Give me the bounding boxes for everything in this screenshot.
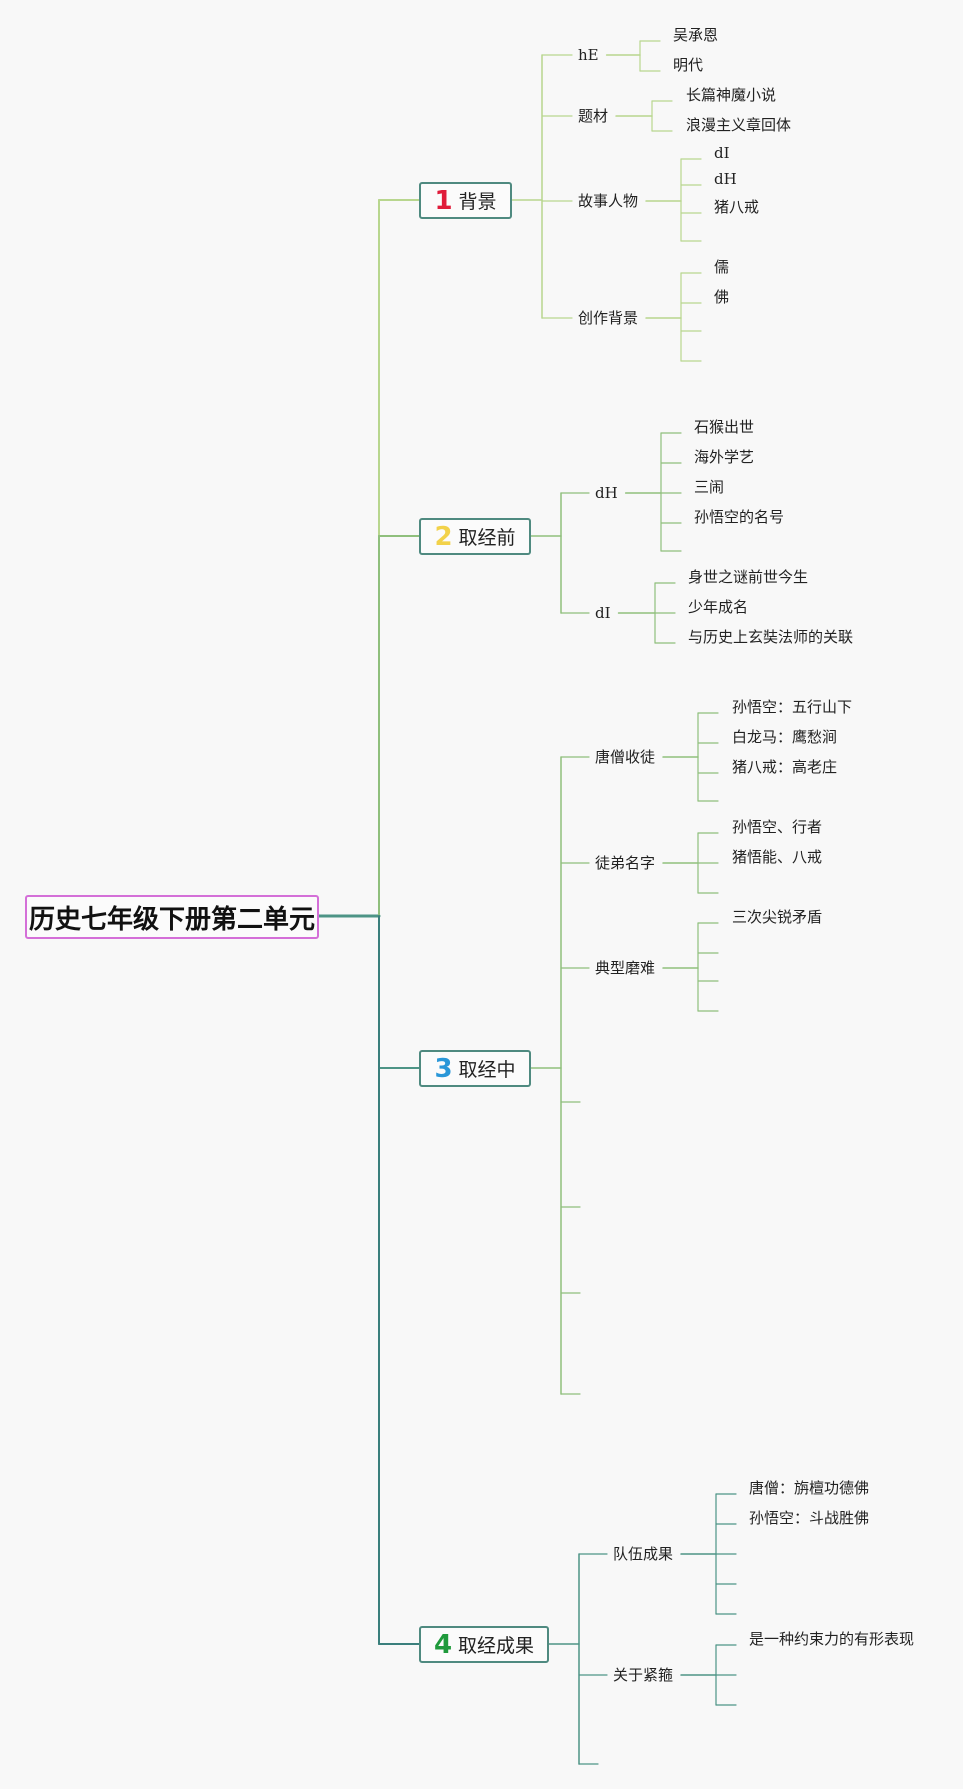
leaf-item[interactable]: 是一种约束力的有形表现 [749, 1630, 915, 1648]
leaf-item[interactable]: 孙悟空：五行山下 [732, 698, 853, 716]
sub-topic-1-2[interactable]: 题材 [578, 107, 609, 125]
leaf-item[interactable]: 三次尖锐矛盾 [732, 908, 823, 926]
leaf-item[interactable]: 孙悟空的名号 [694, 508, 785, 526]
leaf-item[interactable]: 长篇神魔小说 [686, 86, 777, 104]
leaf-item[interactable]: dI [714, 144, 730, 162]
branch-label-1: 背景 [458, 191, 497, 213]
branch-label-3: 取经中 [458, 1059, 516, 1081]
leaf-item[interactable]: 三闹 [694, 478, 725, 496]
sub-topic-1-4[interactable]: 创作背景 [578, 309, 639, 327]
leaf-item[interactable]: 少年成名 [688, 598, 749, 616]
leaf-item[interactable]: 孙悟空：斗战胜佛 [749, 1509, 870, 1527]
leaf-item[interactable]: 猪八戒 [714, 198, 760, 216]
leaf-item[interactable]: 与历史上玄奘法师的关联 [688, 628, 854, 646]
sub-topic-4-1[interactable]: 队伍成果 [613, 1545, 674, 1563]
sub-topic-3-1[interactable]: 唐僧收徒 [595, 748, 656, 766]
sub-topic-3-2[interactable]: 徒弟名字 [595, 854, 656, 872]
leaf-item[interactable]: 孙悟空、行者 [732, 818, 823, 836]
leaf-item[interactable]: 海外学艺 [694, 448, 755, 466]
sub-topic-1-3[interactable]: 故事人物 [578, 192, 639, 210]
sub-topic-2-2[interactable]: dI [595, 604, 611, 622]
sub-topic-4-2[interactable]: 关于紧箍 [613, 1666, 674, 1684]
sub-topic-3-3[interactable]: 典型磨难 [595, 959, 656, 977]
leaf-item[interactable]: 浪漫主义章回体 [686, 116, 792, 134]
sub-topic-1-1[interactable]: hE [578, 46, 599, 64]
root-node[interactable]: 历史七年级下册第二单元 [25, 895, 319, 939]
leaf-item[interactable]: 明代 [673, 56, 704, 74]
branch-number-1: 1 [434, 185, 453, 216]
branch-number-4: 4 [433, 1629, 453, 1660]
leaf-item[interactable]: 猪八戒：高老庄 [732, 758, 838, 776]
branch-label-2: 取经前 [458, 527, 516, 549]
branch-label-4: 取经成果 [458, 1635, 535, 1657]
leaf-item[interactable]: 身世之谜前世今生 [688, 568, 809, 586]
sub-topic-2-1[interactable]: dH [595, 484, 618, 502]
branch-number-3: 3 [434, 1053, 453, 1084]
leaf-item[interactable]: 佛 [714, 288, 730, 306]
leaf-item[interactable]: 白龙马：鹰愁涧 [732, 728, 838, 746]
branch-number-2: 2 [434, 521, 453, 552]
leaf-item[interactable]: dH [714, 170, 737, 188]
leaf-item[interactable]: 唐僧：旃檀功德佛 [749, 1479, 870, 1497]
leaf-item[interactable]: 猪悟能、八戒 [732, 848, 823, 866]
leaf-item[interactable]: 吴承恩 [673, 26, 719, 44]
leaf-item[interactable]: 儒 [714, 258, 730, 276]
leaf-item[interactable]: 石猴出世 [694, 418, 755, 436]
